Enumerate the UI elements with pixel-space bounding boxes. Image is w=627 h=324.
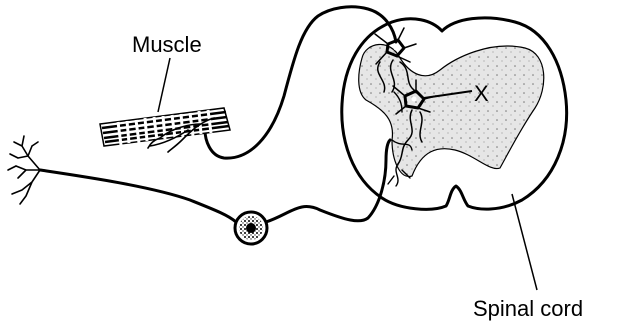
sensory-root-fibre [266,140,390,222]
sensory-neuron-fibre [40,170,236,222]
spinal-cord-leader-line [512,194,537,290]
label-muscle: Muscle [132,32,202,57]
muscle-leader-line [158,58,170,112]
ganglion-cell-body [235,212,267,244]
muscle-tissue [100,108,230,146]
label-spinal-cord: Spinal cord [473,296,583,321]
receptor-ending [8,136,40,204]
label-x: X [474,81,489,106]
